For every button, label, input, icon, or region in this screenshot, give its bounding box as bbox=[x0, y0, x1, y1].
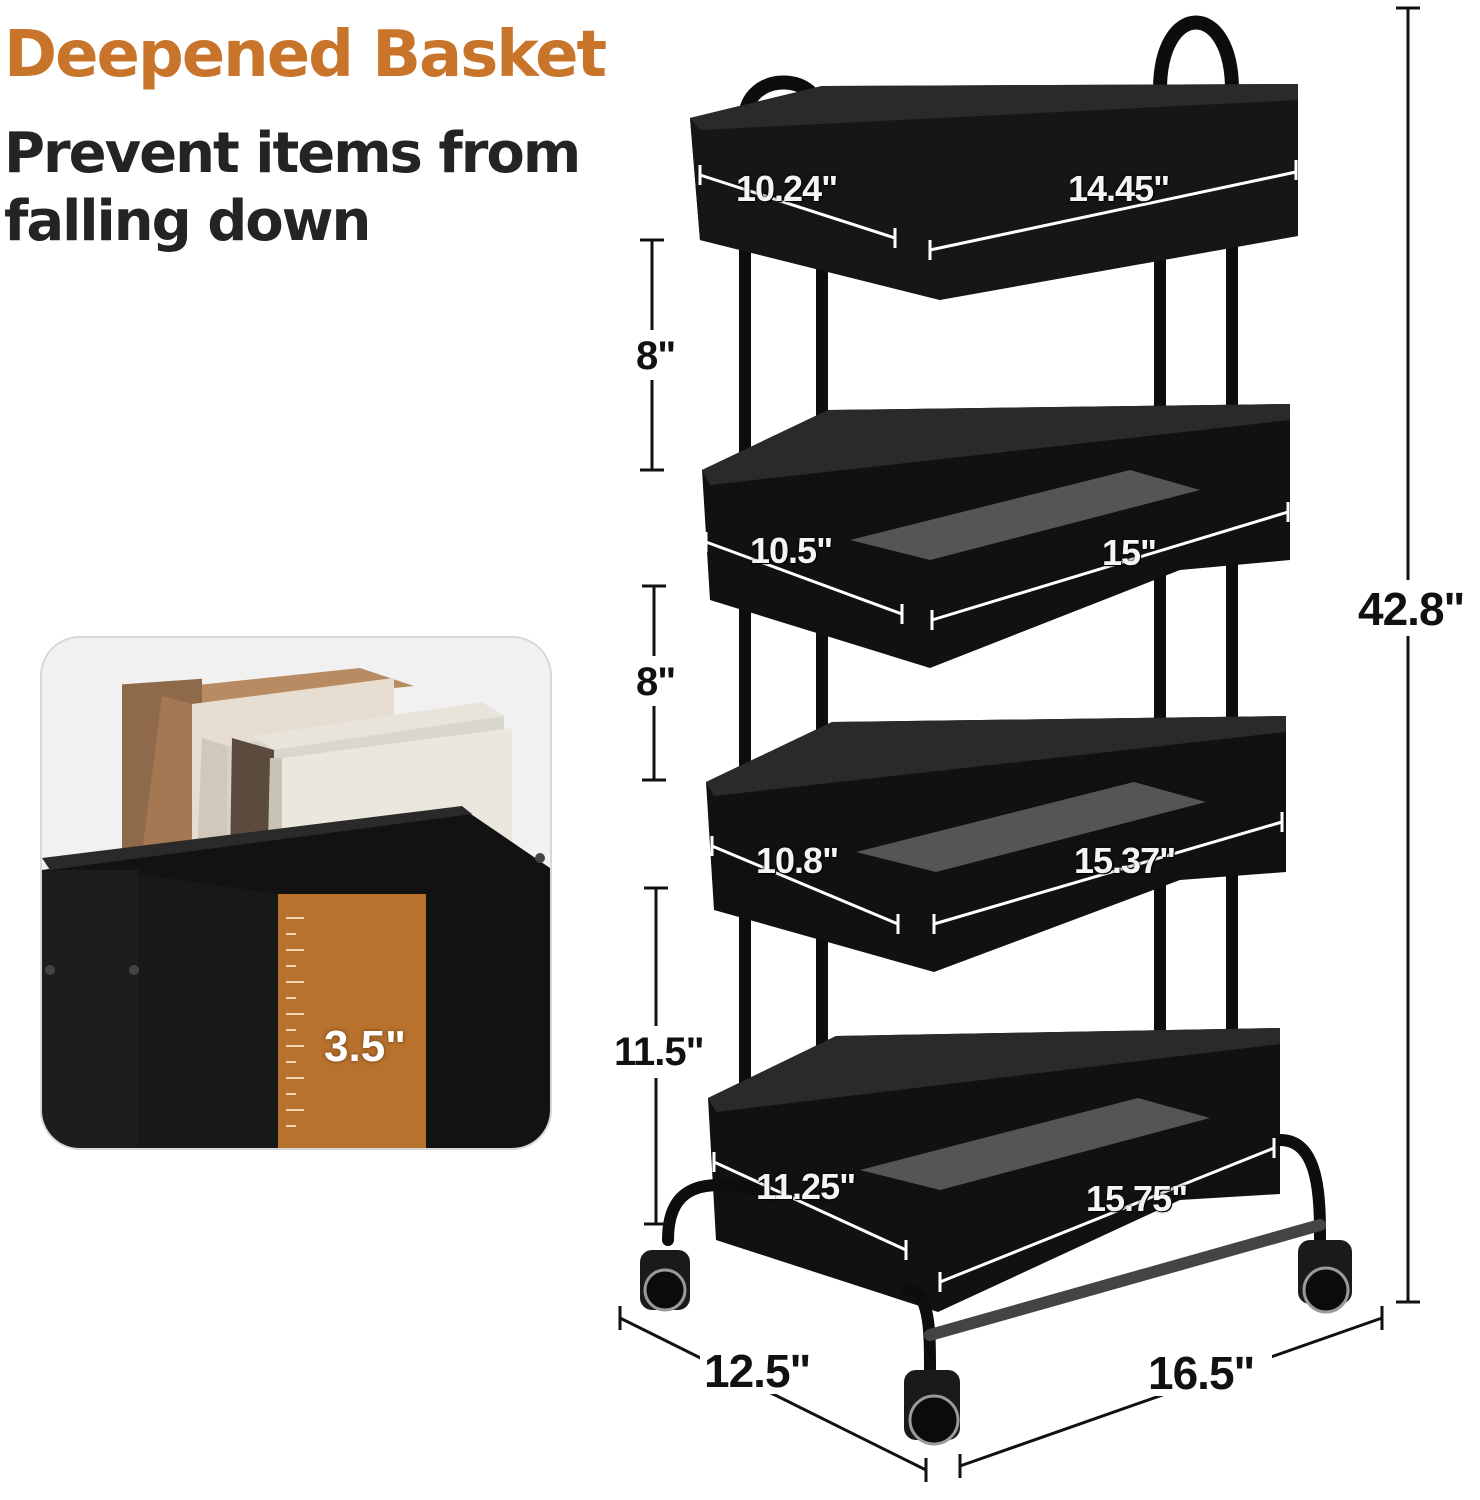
overall-height-label: 42.8" bbox=[1358, 583, 1465, 635]
subheadline: Prevent items from falling down bbox=[4, 120, 604, 256]
subheadline-line-2: falling down bbox=[4, 189, 371, 254]
tier2-depth-label: 10.5" bbox=[750, 530, 833, 571]
tier1-depth-label: 10.24" bbox=[736, 168, 838, 209]
subheadline-line-1: Prevent items from bbox=[4, 121, 581, 186]
tier2-width-label: 15" bbox=[1102, 532, 1157, 573]
tier4-width-label: 15.75" bbox=[1086, 1178, 1188, 1219]
basket-depth-label: 3.5" bbox=[324, 1022, 407, 1071]
caster-wheels bbox=[640, 1240, 1352, 1446]
basket-closeup-illustration bbox=[42, 638, 550, 1148]
basket-closeup-inset: 3.5" bbox=[40, 636, 552, 1150]
base-depth-label: 12.5" bbox=[704, 1345, 811, 1397]
tier3-depth-label: 10.8" bbox=[756, 840, 839, 881]
bottom-gap-label: 11.5" bbox=[614, 1030, 705, 1074]
tier4-depth-label: 11.25" bbox=[756, 1166, 856, 1207]
headline: Deepened Basket bbox=[4, 18, 607, 92]
tier-gap-1-label: 8" bbox=[636, 334, 676, 378]
tier3-width-label: 15.37" bbox=[1074, 840, 1176, 881]
base-width-label: 16.5" bbox=[1148, 1347, 1255, 1399]
tier-gap-2-label: 8" bbox=[636, 660, 676, 704]
tier1-width-label: 14.45" bbox=[1068, 168, 1170, 209]
